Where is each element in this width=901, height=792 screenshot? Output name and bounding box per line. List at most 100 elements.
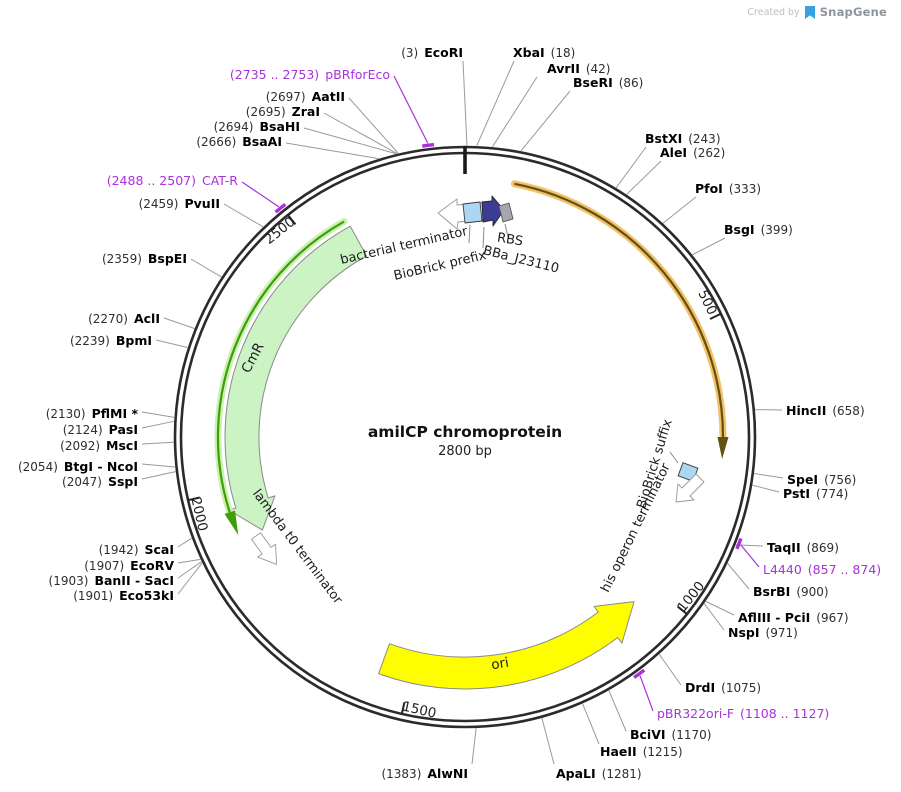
site-label-pBR322ori-F[interactable]: pBR322ori-F (1108 .. 1127) — [657, 705, 829, 721]
site-label-BstXI[interactable]: BstXI(243) — [645, 130, 721, 146]
site-label-CAT-R[interactable]: (2488 .. 2507)CAT-R — [107, 172, 238, 188]
site-position: (1281) — [601, 767, 642, 781]
site-enzyme-name: MscI — [106, 438, 138, 453]
leader-line-ApaLI — [541, 718, 555, 765]
feature-thin-core[interactable] — [514, 182, 725, 438]
site-label-BsrBI[interactable]: BsrBI(900) — [753, 583, 829, 599]
site-label-EcoRI[interactable]: (3)EcoRI — [401, 44, 463, 60]
feature-arc-ori[interactable] — [378, 601, 635, 690]
site-label-BciVI[interactable]: BciVI(1170) — [630, 726, 711, 742]
leader-line-AvrII — [492, 76, 538, 148]
leader-line-BstXI — [615, 146, 647, 189]
leader-line-AleI — [626, 160, 662, 195]
feature-arc-CmR[interactable] — [224, 225, 368, 531]
bba-j23110-arrow[interactable] — [481, 195, 505, 227]
site-position: (967) — [816, 611, 849, 625]
site-label-AvrII[interactable]: AvrII(42) — [547, 60, 610, 76]
site-label-BanII-SacI[interactable]: (1903) BanII - SacI — [49, 572, 174, 588]
site-label-AatII[interactable]: (2697)AatII — [266, 88, 345, 104]
lambda-t0-terminator-arrow[interactable] — [251, 532, 278, 565]
site-label-BtgI-NcoI[interactable]: (2054)BtgI - NcoI — [18, 458, 138, 474]
site-label-pBRforEco[interactable]: (2735 .. 2753)pBRforEco — [230, 66, 390, 82]
rbs-box[interactable] — [498, 202, 514, 223]
site-enzyme-name: XbaI — [513, 45, 545, 60]
site-position: (1903) — [48, 574, 89, 588]
site-label-NspI[interactable]: NspI(971) — [728, 624, 798, 640]
site-label-Eco53kI[interactable]: (1901)Eco53kI — [73, 587, 174, 603]
site-position: (2130) — [45, 407, 86, 421]
site-label-L4440[interactable]: L4440(857 .. 874) — [763, 561, 881, 577]
site-label-PfoI[interactable]: PfoI(333) — [695, 180, 761, 196]
site-label-BsaAI[interactable]: (2666)BsaAI — [196, 133, 282, 149]
site-position: (900) — [796, 585, 829, 599]
plasmid-name: amilCP chromoprotein — [367, 423, 563, 441]
feature-label-biobrick-prefix[interactable]: BioBrick prefix — [392, 248, 488, 284]
site-label-PasI[interactable]: (2124)PasI — [63, 421, 138, 437]
site-label-AlwNI[interactable]: (1383)AlwNI — [381, 765, 468, 781]
bp-tick — [287, 214, 297, 225]
site-label-PvuII[interactable]: (2459)PvuII — [139, 195, 220, 211]
site-enzyme-name: BspEI — [147, 251, 187, 266]
site-position: (333) — [728, 182, 762, 196]
site-enzyme-name: EcoRV — [130, 558, 174, 573]
leader-line-ZraI — [323, 112, 398, 154]
site-label-AleI[interactable]: AleI(262) — [660, 144, 725, 160]
feature-label-ori[interactable]: ori — [490, 655, 510, 674]
site-label-BpmI[interactable]: (2239)BpmI — [70, 332, 152, 348]
site-label-ZraI[interactable]: (2695)ZraI — [246, 103, 320, 119]
site-label-TaqII[interactable]: TaqII(869) — [767, 539, 839, 555]
site-label-ApaLI[interactable]: ApaLI(1281) — [556, 765, 642, 781]
site-enzyme-name: BanII - SacI — [94, 573, 174, 588]
leader-line-AflIII - PciI — [705, 600, 735, 616]
leader-line-EcoRI — [462, 60, 468, 146]
site-label-EcoRV[interactable]: (1907)EcoRV — [84, 557, 174, 573]
feature-thin-arrowhead — [717, 437, 729, 459]
site-label-AclI[interactable]: (2270)AclI — [88, 310, 160, 326]
site-label-BsaHI[interactable]: (2694)BsaHI — [214, 118, 300, 134]
leader-line-SpeI — [754, 473, 784, 479]
site-position: (774) — [816, 487, 849, 501]
site-position: (1170) — [671, 728, 712, 742]
biobrick-prefix-box[interactable] — [462, 201, 483, 224]
site-label-BseRI[interactable]: BseRI(86) — [573, 74, 643, 90]
site-enzyme-name: SpeI — [787, 472, 819, 487]
leader-line-HaeII — [582, 703, 600, 745]
feature-thin-core[interactable] — [216, 220, 345, 513]
bp-tick — [400, 701, 406, 714]
site-position: (857 .. 874) — [807, 562, 882, 577]
site-enzyme-name: pBR322ori-F — [657, 706, 735, 721]
feature-label-rbs[interactable]: RBS — [496, 231, 524, 250]
site-enzyme-name: BseRI — [573, 75, 613, 90]
site-position: (2239) — [69, 334, 110, 348]
primer-tick-pBRforEco[interactable] — [422, 142, 435, 148]
site-label-AflIII-PciI[interactable]: AflIII - PciI(967) — [738, 609, 849, 625]
site-label-PstI[interactable]: PstI(774) — [783, 485, 848, 501]
feature-label-his-operon-terminator[interactable]: his operon terminator — [598, 461, 674, 595]
primer-tick-pBR322ori-F[interactable] — [633, 668, 646, 679]
site-label-BspEI[interactable]: (2359)BspEI — [102, 250, 187, 266]
site-label-BsgI[interactable]: BsgI(399) — [724, 221, 793, 237]
site-enzyme-name: HincII — [786, 403, 827, 418]
his-operon-terminator-arrow[interactable] — [675, 473, 705, 503]
glyph-label-tick — [504, 223, 509, 238]
site-label-ScaI[interactable]: (1942)ScaI — [99, 541, 174, 557]
site-label-HaeII[interactable]: HaeII(1215) — [600, 743, 683, 759]
site-position: (1108 .. 1127) — [740, 706, 830, 721]
site-label-DrdI[interactable]: DrdI(1075) — [685, 679, 761, 695]
site-enzyme-name: DrdI — [685, 680, 716, 695]
site-enzyme-name: ScaI — [144, 542, 175, 557]
site-label-MscI[interactable]: (2092)MscI — [60, 437, 138, 453]
site-label-HincII[interactable]: HincII(658) — [786, 402, 865, 418]
leader-line-BciVI — [608, 690, 627, 732]
site-position: (2459) — [138, 197, 179, 211]
leader-line-SspI — [141, 471, 176, 480]
primer-tick-CAT-R[interactable] — [274, 202, 287, 214]
primer-tick-L4440[interactable] — [735, 537, 743, 550]
site-label-SspI[interactable]: (2047)SspI — [62, 473, 138, 489]
bp-tick-label: 2000 — [187, 496, 210, 533]
site-label-SpeI[interactable]: SpeI(756) — [787, 471, 856, 487]
site-enzyme-name: BstXI — [645, 131, 683, 146]
site-label-XbaI[interactable]: XbaI(18) — [513, 44, 575, 60]
site-label-PflMI-[interactable]: (2130)PflMI * — [46, 405, 138, 421]
